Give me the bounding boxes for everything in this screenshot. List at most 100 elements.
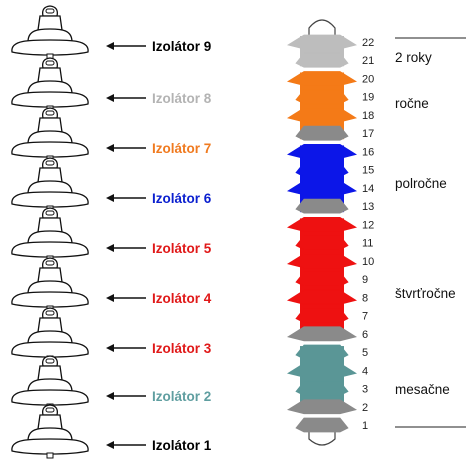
shed (286, 253, 358, 269)
shed-number: 17 (362, 128, 374, 140)
disc-insulator (11, 257, 89, 312)
bottom-end-fitting (308, 430, 336, 446)
insulator-label: Izolátor 6 (152, 191, 212, 206)
dome (27, 330, 73, 345)
insulator-label: Izolátor 4 (152, 291, 212, 306)
shed (286, 399, 358, 415)
cap-body (37, 15, 63, 31)
pointer-arrow (106, 244, 146, 252)
shed-number: 12 (362, 219, 374, 231)
shed-column (286, 19, 358, 446)
shed (295, 198, 349, 214)
dome (27, 230, 73, 245)
insulator-label: Izolátor 7 (152, 141, 211, 156)
cap-slot (45, 210, 55, 216)
shed-number: 2 (362, 402, 368, 414)
shed-number: 3 (362, 384, 368, 396)
shed-number: 16 (362, 146, 374, 158)
pointer-arrow (106, 194, 146, 202)
schedule-label: ročne (395, 96, 429, 111)
shed-number: 8 (362, 292, 368, 304)
shed (295, 417, 349, 433)
disc-insulator (11, 157, 89, 212)
cap-slot (45, 160, 55, 166)
shed (286, 289, 358, 305)
shed (286, 216, 358, 232)
cap-slot (45, 110, 55, 116)
disc-insulator (11, 107, 89, 162)
cap-slot (45, 310, 55, 316)
schedule-label: mesačne (395, 382, 450, 397)
disc-insulator (11, 404, 89, 459)
shed (286, 144, 358, 159)
dome (27, 378, 73, 393)
insulator-label: Izolátor 8 (152, 91, 212, 106)
shed-number: 7 (362, 311, 368, 323)
shed-number: 20 (362, 73, 374, 85)
dome (27, 28, 73, 43)
dome (27, 280, 73, 295)
shed-number: 9 (362, 274, 368, 286)
shed (286, 180, 358, 196)
shed (295, 271, 349, 287)
shed (295, 125, 349, 141)
disc-insulator (11, 57, 89, 112)
insulator-label-list: Izolátor 9 Izolátor 8 Izolátor 7 Izolátor 6… (106, 39, 212, 453)
shed-number: 18 (362, 110, 374, 122)
shed (286, 34, 358, 50)
shed-number: 14 (362, 183, 374, 195)
shed-number: 11 (362, 238, 373, 250)
cap-body (37, 117, 63, 133)
dome (27, 130, 73, 145)
disc-shell (11, 141, 89, 158)
disc-insulator (11, 307, 89, 362)
pointer-arrow (106, 344, 146, 352)
insulator-label: Izolátor 9 (152, 39, 211, 54)
dome (27, 427, 73, 442)
cap-body (37, 267, 63, 283)
shed-number: 4 (362, 365, 368, 377)
disc-shell (11, 191, 89, 208)
schedule-label: polročne (395, 176, 447, 191)
cap-body (37, 217, 63, 233)
disc-shell (11, 241, 89, 258)
dome (27, 180, 73, 195)
cap-body (37, 365, 63, 381)
schedule-label: 2 roky (395, 50, 432, 65)
cap-slot (45, 8, 55, 14)
cap-slot (45, 407, 55, 413)
pointer-arrow (106, 144, 146, 152)
pointer-arrow (106, 294, 146, 302)
pointer-arrow (106, 392, 146, 400)
pointer-arrow (106, 94, 146, 102)
insulator-label: Izolátor 2 (152, 389, 211, 404)
cap-body (37, 317, 63, 333)
schedule-label: štvrťročne (395, 286, 456, 301)
shed-number: 10 (362, 256, 374, 268)
shed-number: 21 (362, 55, 374, 67)
shed-number: 5 (362, 347, 368, 359)
shed (295, 308, 349, 323)
shed (295, 381, 349, 396)
shed-number: 13 (362, 201, 374, 213)
insulator-label: Izolátor 3 (152, 341, 212, 356)
shed (286, 107, 358, 123)
pointer-arrow (106, 441, 146, 449)
pin (46, 452, 54, 459)
insulator-label: Izolátor 5 (152, 241, 212, 256)
shed-number: 1 (362, 420, 368, 432)
disc-shell (11, 291, 89, 308)
cap-body (37, 67, 63, 83)
disc-insulator (11, 355, 89, 410)
disc-shell (11, 91, 89, 108)
shed-number: 19 (362, 92, 374, 104)
disc-insulator (11, 5, 89, 60)
disc-shell (11, 39, 89, 56)
shed (286, 362, 358, 378)
cap-slot (45, 358, 55, 364)
disc-shell (11, 389, 89, 406)
shed (295, 235, 349, 251)
shed-number: 15 (362, 165, 374, 177)
